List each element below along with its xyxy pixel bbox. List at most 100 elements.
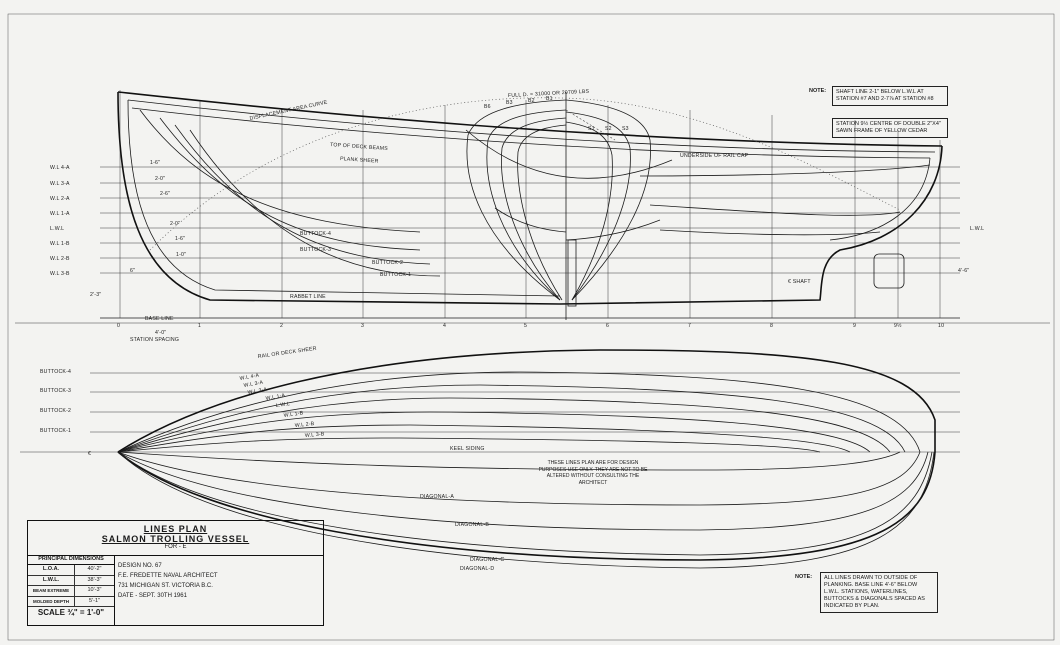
diagonal-b-curve: [117, 451, 929, 531]
station-number: 5: [524, 323, 527, 329]
wl-label: W.L 1-B: [50, 241, 70, 247]
buttock-2-curve: [174, 124, 431, 265]
buttock-2-label: BUTTOCK-2: [372, 260, 403, 266]
bottom-note-label: NOTE:: [795, 574, 813, 580]
plank-sheer-label: PLANK SHEER: [340, 156, 379, 165]
centerline-label: €: [88, 451, 91, 457]
section-label: B1: [546, 96, 553, 102]
plan-wl-label: L.W.L: [275, 401, 290, 409]
diagonal-c-curve: [117, 451, 933, 556]
station-number: 9½: [894, 322, 902, 329]
stem-outline: [117, 91, 561, 305]
buttock-3-label: BUTTOCK-3: [300, 247, 331, 253]
wl-plan-curve: [117, 384, 906, 453]
stern-inner: [829, 157, 931, 241]
wl-label: L.W.L: [50, 226, 64, 232]
plan-buttock-label: BUTTOCK-3: [40, 388, 71, 394]
station-spacing-value: 4'-0": [155, 330, 166, 336]
offset-label: 2-0": [170, 221, 180, 227]
buttock-aft-3: [659, 229, 881, 236]
dimension-value: 38'-3": [87, 576, 102, 583]
displacement-curve: [149, 97, 901, 251]
title-header: LINES PLAN SALMON TROLLING VESSEL FOR - …: [28, 521, 323, 556]
bottom-note: ALL LINES DRAWN TO OUTSIDE OF PLANKING. …: [820, 572, 938, 613]
plan-wl-label: W.L 3-A: [243, 380, 264, 389]
buttock-3-curve: [159, 117, 421, 251]
plan-view: BUTTOCK-4 BUTTOCK-3 BUTTOCK-2 BUTTOCK-1 …: [20, 346, 960, 572]
offset-label: 2-0": [155, 176, 165, 182]
buttock-aft-2: [649, 204, 901, 216]
waterline-labels: W.L 4-A W.L 3-A W.L 2-A W.L 1-A L.W.L W.…: [50, 165, 70, 277]
base-offset-label: 2'-3": [90, 292, 101, 298]
section-label: B3: [506, 100, 513, 106]
buttock-1-label: BUTTOCK-1: [380, 272, 411, 278]
deck-beam-line: [127, 99, 936, 153]
keel-siding-curve: [117, 451, 901, 471]
station-number: 4: [443, 323, 446, 329]
plan-wl-label: W.L 3-B: [305, 431, 325, 439]
deck-sheer-curve: [117, 349, 936, 453]
section-label: B6: [484, 104, 491, 110]
diagonal-outer: [117, 451, 936, 561]
section-label: S2: [605, 126, 612, 132]
wl-plan-curve: [117, 371, 921, 453]
scale-label: SCALE ¾" = 1'-0": [37, 608, 105, 617]
offset-label: 1-0": [176, 252, 186, 258]
stern-outline: [559, 145, 943, 305]
note-label: NOTE:: [809, 88, 827, 94]
dimension-value: 10'-3": [87, 587, 102, 593]
offset-label: 2-6": [160, 191, 170, 197]
lwl-dim-label: L.W.L: [970, 226, 984, 232]
stern-post: [567, 239, 577, 307]
buttock-4-label: BUTTOCK-4: [300, 231, 331, 237]
plan-wl-label: W.L 2-B: [295, 421, 316, 429]
offset-labels: 1-6" 2-0" 2-6" 2-0" 1-6" 1-0" 6": [130, 160, 186, 274]
rudder: [873, 253, 905, 289]
plan-buttock-label: BUTTOCK-1: [40, 428, 71, 434]
plan-buttock-label: BUTTOCK-2: [40, 408, 71, 414]
plan-wl-label: W.L 1-A: [265, 393, 286, 402]
rabbet-line-label: RABBET LINE: [290, 294, 326, 300]
body-plan: [465, 92, 673, 320]
rabbet-line: [127, 99, 561, 297]
station-number: 1: [198, 323, 201, 329]
wl-label: W.L 2-A: [50, 196, 70, 202]
buttock-aft-1: [639, 164, 931, 177]
depth-aft-label: 4'-6": [958, 268, 969, 274]
diagonal-d-curve: [117, 451, 935, 569]
wl-label: W.L 4-A: [50, 165, 70, 171]
station-spacing-label: STATION SPACING: [130, 337, 179, 343]
station-number: 3: [361, 323, 364, 329]
dimension-key: L.O.A.: [28, 565, 75, 575]
dimension-value: 5'-1": [89, 597, 100, 604]
lines-plan-note: THESE LINES PLAN ARE FOR DESIGN PURPOSES…: [538, 460, 648, 486]
plank-sheer-line: [131, 107, 931, 159]
displacement-curve-label: DISPLACEMENT AREA CURVE: [249, 100, 328, 122]
top-deck-beams-label: TOP OF DECK BEAMS: [330, 142, 389, 152]
station-note: STATION 9½ CENTRE OF DOUBLE 2"x4" SAWN F…: [832, 118, 948, 138]
plan-wl-label: W.L 4-A: [239, 373, 260, 382]
station-number: 0: [117, 323, 120, 329]
dimension-key: MOLDED DEPTH: [28, 596, 75, 606]
drawing-title: LINES PLAN: [143, 524, 208, 534]
keel-siding-label: KEEL SIDING: [450, 446, 485, 452]
dimension-row: L.W.L.38'-3": [28, 575, 114, 586]
station-number: 7: [688, 323, 691, 329]
diagonal-c-label: DIAGONAL-C: [470, 557, 504, 563]
design-number: DESIGN NO. 67: [118, 563, 162, 569]
principal-dimensions: PRINCIPAL DIMENSIONS L.O.A.40'-2" L.W.L.…: [28, 555, 115, 625]
plan-wl-label: W.L 1-B: [283, 410, 304, 419]
wl-label: W.L 2-B: [50, 256, 70, 262]
diagonal-b-label: DIAGONAL-B: [455, 522, 489, 528]
diagonal-a-label: DIAGONAL-A: [420, 494, 454, 500]
shaft-note: SHAFT LINE 2-1" BELOW L.W.L AT STATION #…: [832, 86, 948, 106]
station-number: 10: [938, 323, 944, 329]
offset-label: 1-6": [150, 160, 160, 166]
offset-label: 1-6": [175, 236, 185, 242]
sheet-border: [7, 13, 1055, 641]
wl-plan-curve: [117, 397, 891, 453]
plan-buttock-label: BUTTOCK-4: [40, 369, 71, 375]
section-label: S1: [588, 126, 595, 132]
station-number: 2: [280, 323, 283, 329]
section-label: B2: [528, 98, 535, 104]
